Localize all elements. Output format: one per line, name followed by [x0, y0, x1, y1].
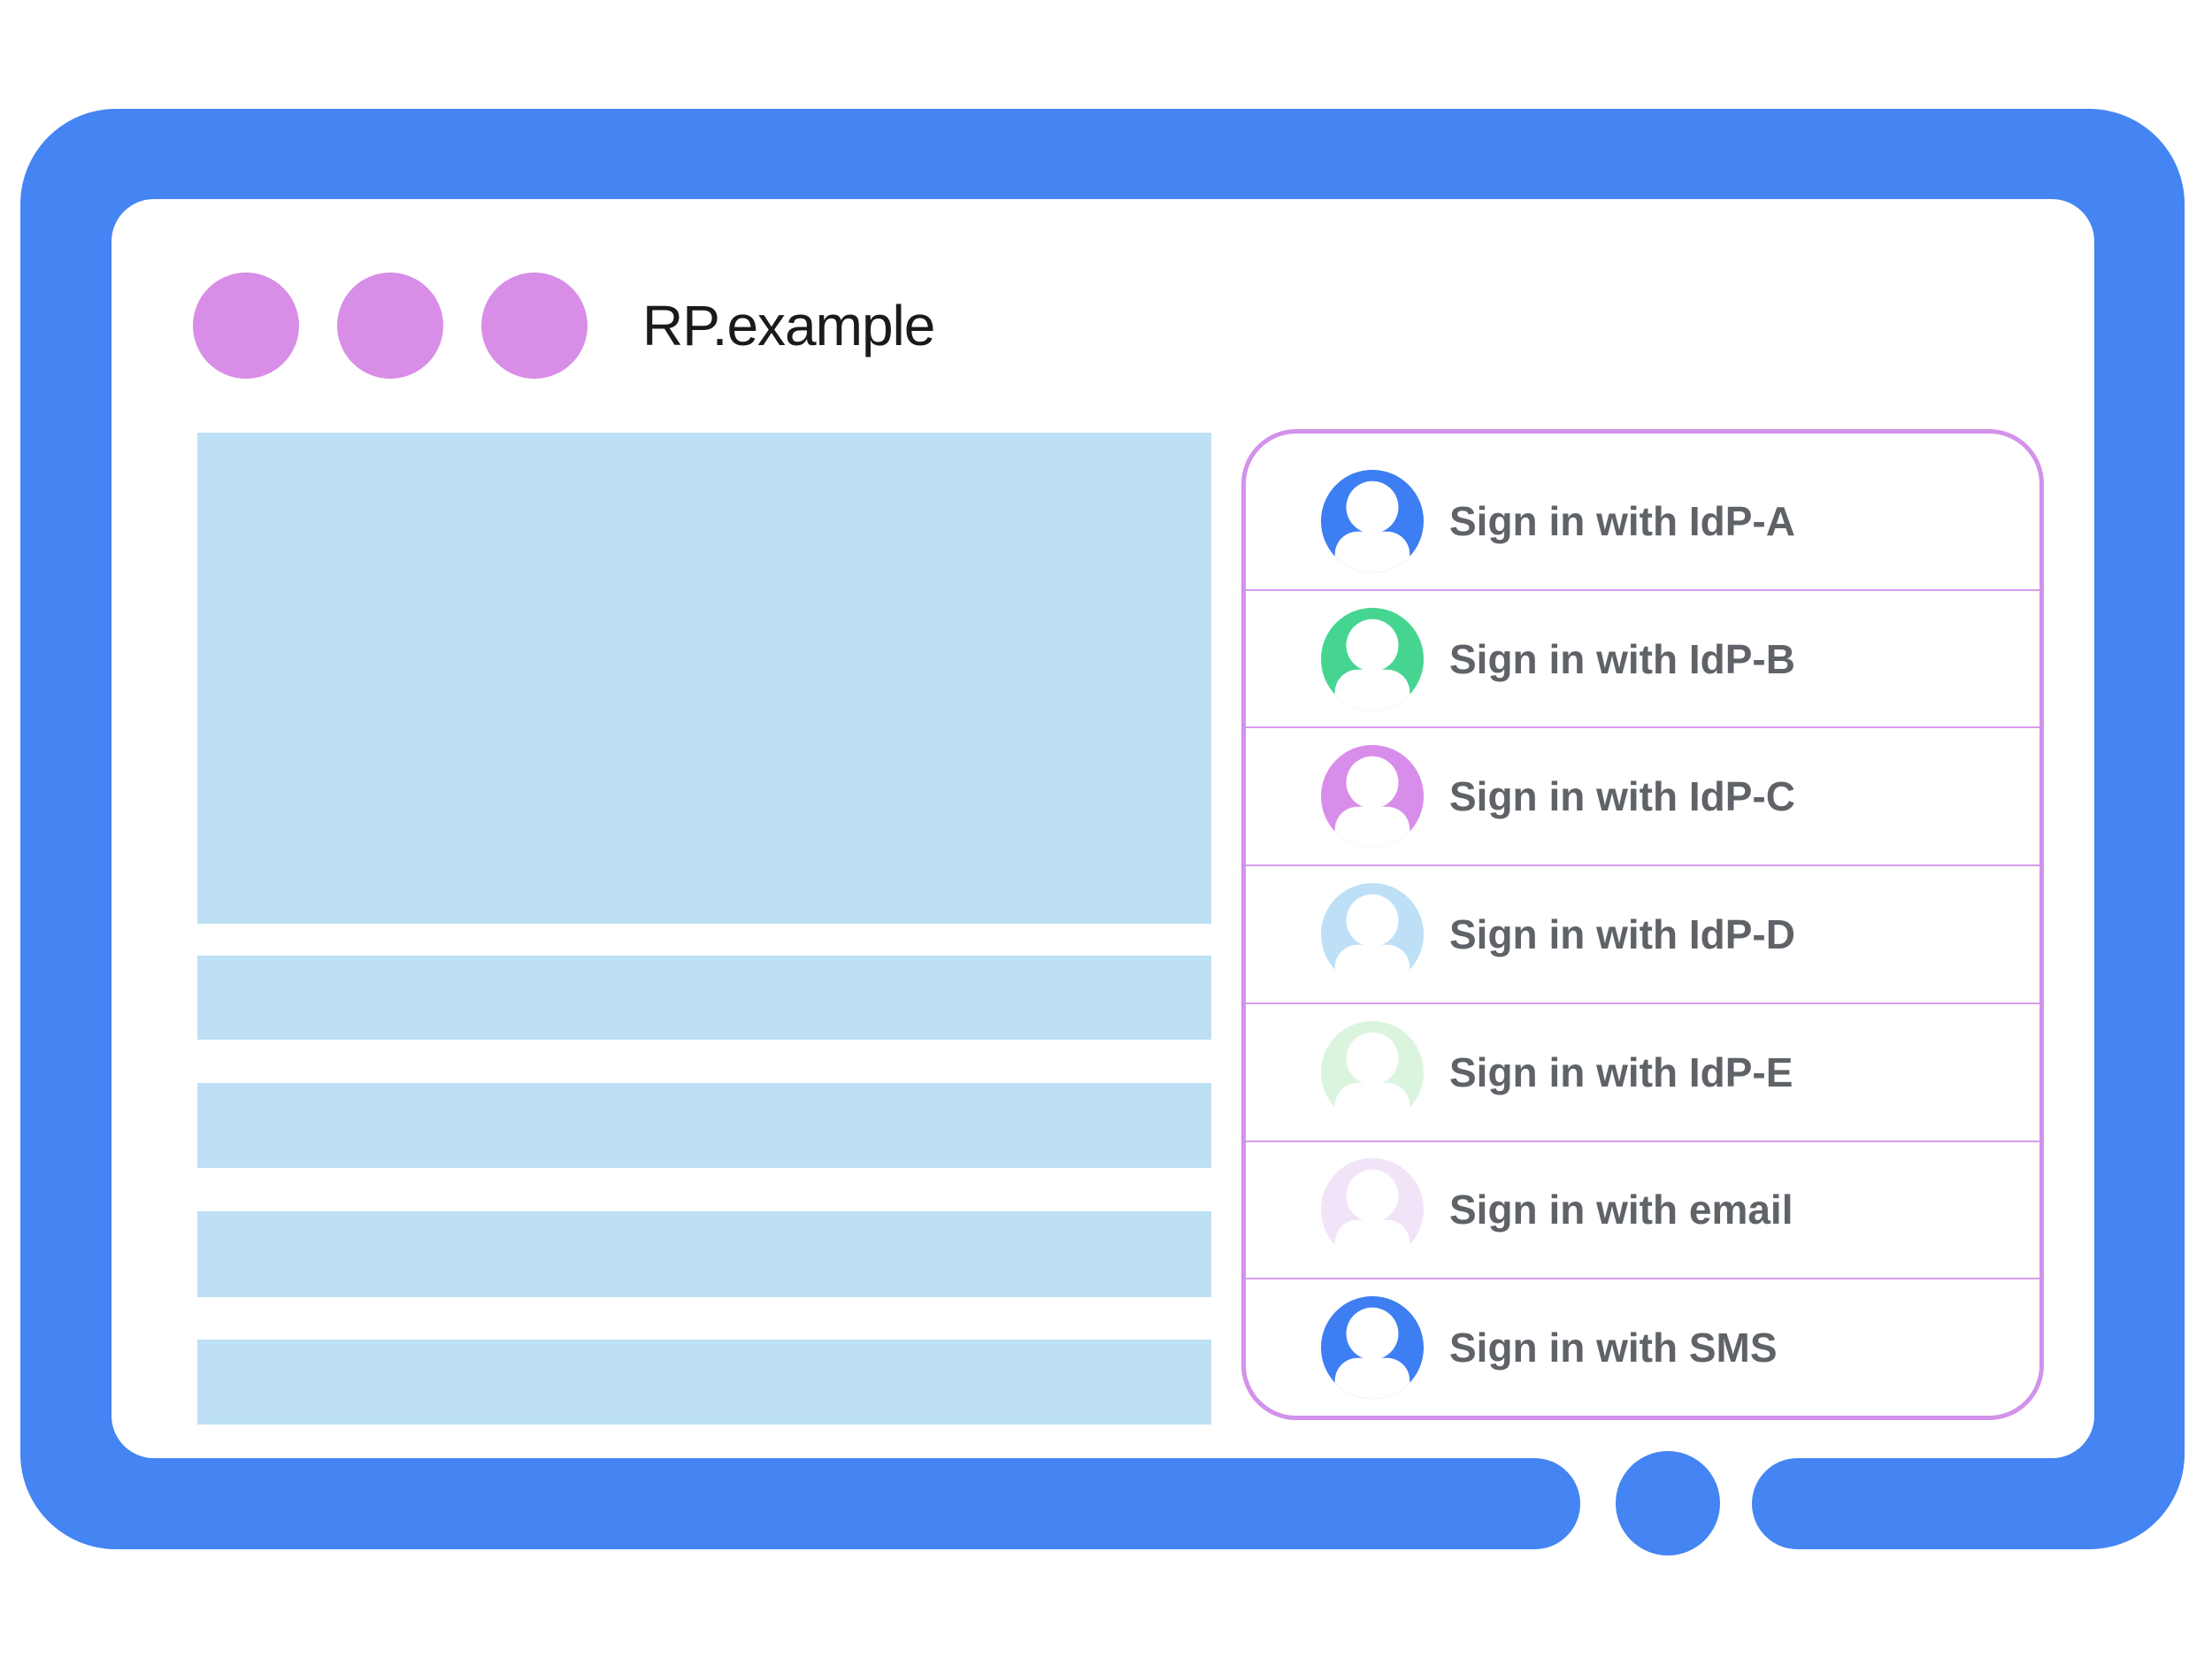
signin-option-idp-b[interactable]: Sign in with IdP-B	[1246, 591, 2039, 729]
signin-option-idp-a[interactable]: Sign in with IdP-A	[1246, 453, 2039, 591]
content-hero-placeholder	[197, 433, 1211, 924]
user-avatar-icon	[1320, 882, 1425, 987]
signin-option-label: Sign in with email	[1449, 1187, 1793, 1233]
signin-option-label: Sign in with IdP-C	[1449, 773, 1795, 820]
window-dot-icon	[481, 273, 588, 379]
user-avatar-icon	[1320, 1295, 1425, 1400]
user-avatar-icon	[1320, 1020, 1425, 1125]
signin-option-label: Sign in with IdP-E	[1449, 1048, 1793, 1095]
content-line-placeholder	[197, 956, 1211, 1040]
content-line-placeholder	[197, 1083, 1211, 1168]
user-avatar-icon	[1320, 744, 1425, 849]
signin-option-label: Sign in with IdP-B	[1449, 635, 1795, 682]
bottom-bar-right-segment	[1752, 1458, 1885, 1549]
signin-option-idp-e[interactable]: Sign in with IdP-E	[1246, 1004, 2039, 1142]
user-avatar-icon	[1320, 1157, 1425, 1262]
signin-option-label: Sign in with IdP-A	[1449, 497, 1795, 544]
signin-option-label: Sign in with IdP-D	[1449, 911, 1795, 958]
signin-option-idp-c[interactable]: Sign in with IdP-C	[1246, 728, 2039, 867]
window-dot-icon	[193, 273, 299, 379]
user-avatar-icon	[1320, 607, 1425, 711]
user-avatar-icon	[1320, 469, 1425, 573]
signin-option-idp-d[interactable]: Sign in with IdP-D	[1246, 866, 2039, 1004]
content-line-placeholder	[197, 1340, 1211, 1425]
home-button[interactable]	[1616, 1451, 1720, 1555]
signin-option-label: Sign in with SMS	[1449, 1325, 1778, 1371]
signin-option-sms[interactable]: Sign in with SMS	[1246, 1279, 2039, 1416]
page-title: RP.example	[642, 294, 935, 357]
account-chooser-panel: Sign in with IdP-A Sign in with IdP-B	[1241, 429, 2044, 1420]
bottom-bar-left-segment	[1448, 1458, 1580, 1549]
window-dot-icon	[337, 273, 443, 379]
content-line-placeholder	[197, 1211, 1211, 1297]
signin-option-email[interactable]: Sign in with email	[1246, 1142, 2039, 1280]
